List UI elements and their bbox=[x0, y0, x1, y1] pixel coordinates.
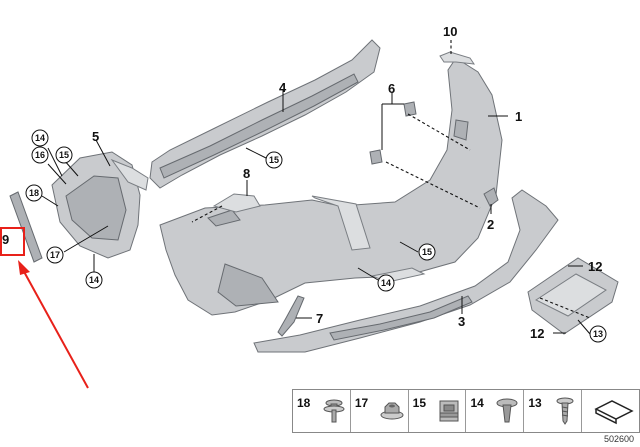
leader-line bbox=[245, 147, 267, 159]
part-9-side-strip bbox=[9, 191, 43, 263]
svg-text:13: 13 bbox=[593, 329, 603, 339]
callout-4: 4 bbox=[279, 80, 287, 95]
callout-15-carrier: 15 bbox=[265, 151, 283, 169]
callout-13: 13 bbox=[589, 325, 607, 343]
callout-10: 10 bbox=[443, 24, 457, 39]
callout-15-bumper: 15 bbox=[418, 243, 436, 261]
legend-item-18: 18 bbox=[293, 390, 351, 432]
callout-15-left: 15 bbox=[55, 146, 73, 164]
part-8-insert bbox=[212, 193, 261, 213]
svg-text:15: 15 bbox=[59, 150, 69, 160]
callout-18: 18 bbox=[25, 184, 43, 202]
screw-with-washer-icon bbox=[323, 399, 345, 423]
callout-14-top: 14 bbox=[31, 129, 49, 147]
assembly-line bbox=[191, 205, 223, 223]
callout-14-left: 14 bbox=[85, 271, 103, 289]
leader-line bbox=[47, 147, 63, 177]
bracket-symbol-icon bbox=[594, 400, 634, 425]
clip-nut-icon bbox=[439, 400, 459, 422]
legend-item-bracket bbox=[582, 390, 639, 432]
callout-16: 16 bbox=[31, 146, 49, 164]
leader-line bbox=[63, 225, 109, 253]
leader-line bbox=[47, 163, 67, 185]
callout-6: 6 bbox=[388, 81, 395, 96]
assembly-line bbox=[407, 113, 471, 151]
expanding-rivet-icon bbox=[496, 398, 518, 423]
callout-2: 2 bbox=[487, 217, 494, 232]
svg-text:16: 16 bbox=[35, 150, 45, 160]
callout-9: 9 bbox=[2, 232, 9, 247]
callout-12-top: 12 bbox=[588, 259, 602, 274]
callout-12-bottom: 12 bbox=[530, 326, 544, 341]
callout-1: 1 bbox=[515, 109, 522, 124]
callout-14-bumper: 14 bbox=[377, 274, 395, 292]
part-6-clips bbox=[369, 101, 417, 165]
svg-text:14: 14 bbox=[89, 275, 99, 285]
legend-item-13: 13 bbox=[524, 390, 583, 432]
highlight-arrow bbox=[18, 260, 89, 389]
legend-item-17: 17 bbox=[351, 390, 409, 432]
assembly-line bbox=[539, 297, 591, 319]
leader-line bbox=[381, 92, 404, 150]
leader-line bbox=[95, 139, 111, 167]
self-tapping-screw-icon bbox=[556, 397, 574, 425]
part-4-bumper-carrier bbox=[149, 39, 381, 189]
leader-line bbox=[399, 241, 419, 253]
part-10-bracket bbox=[439, 51, 476, 65]
legend-item-15: 15 bbox=[409, 390, 467, 432]
part-12-plate-bracket bbox=[527, 257, 619, 335]
part-3-diffuser bbox=[253, 189, 559, 353]
svg-text:17: 17 bbox=[50, 250, 60, 260]
part-2-cap bbox=[483, 187, 499, 207]
leader-line bbox=[357, 267, 379, 281]
svg-text:15: 15 bbox=[422, 247, 432, 257]
callout-7: 7 bbox=[316, 311, 323, 326]
svg-text:18: 18 bbox=[29, 188, 39, 198]
svg-text:15: 15 bbox=[269, 155, 279, 165]
part-5-side-bracket bbox=[51, 151, 149, 259]
svg-text:14: 14 bbox=[35, 133, 45, 143]
callout-17: 17 bbox=[46, 246, 64, 264]
callout-3: 3 bbox=[458, 314, 465, 329]
callout-5: 5 bbox=[92, 129, 99, 144]
callout-8: 8 bbox=[243, 166, 250, 181]
document-id: 502600 bbox=[603, 434, 634, 444]
leader-line bbox=[577, 319, 591, 335]
highlight-box bbox=[0, 227, 25, 256]
fastener-legend: 18 17 15 14 13 bbox=[292, 389, 640, 433]
assembly-line bbox=[385, 161, 481, 209]
svg-text:14: 14 bbox=[381, 278, 391, 288]
legend-item-14: 14 bbox=[466, 390, 525, 432]
part-7-reflector bbox=[277, 295, 305, 337]
leader-line bbox=[41, 195, 59, 207]
hex-nut-flange-icon bbox=[380, 402, 404, 420]
